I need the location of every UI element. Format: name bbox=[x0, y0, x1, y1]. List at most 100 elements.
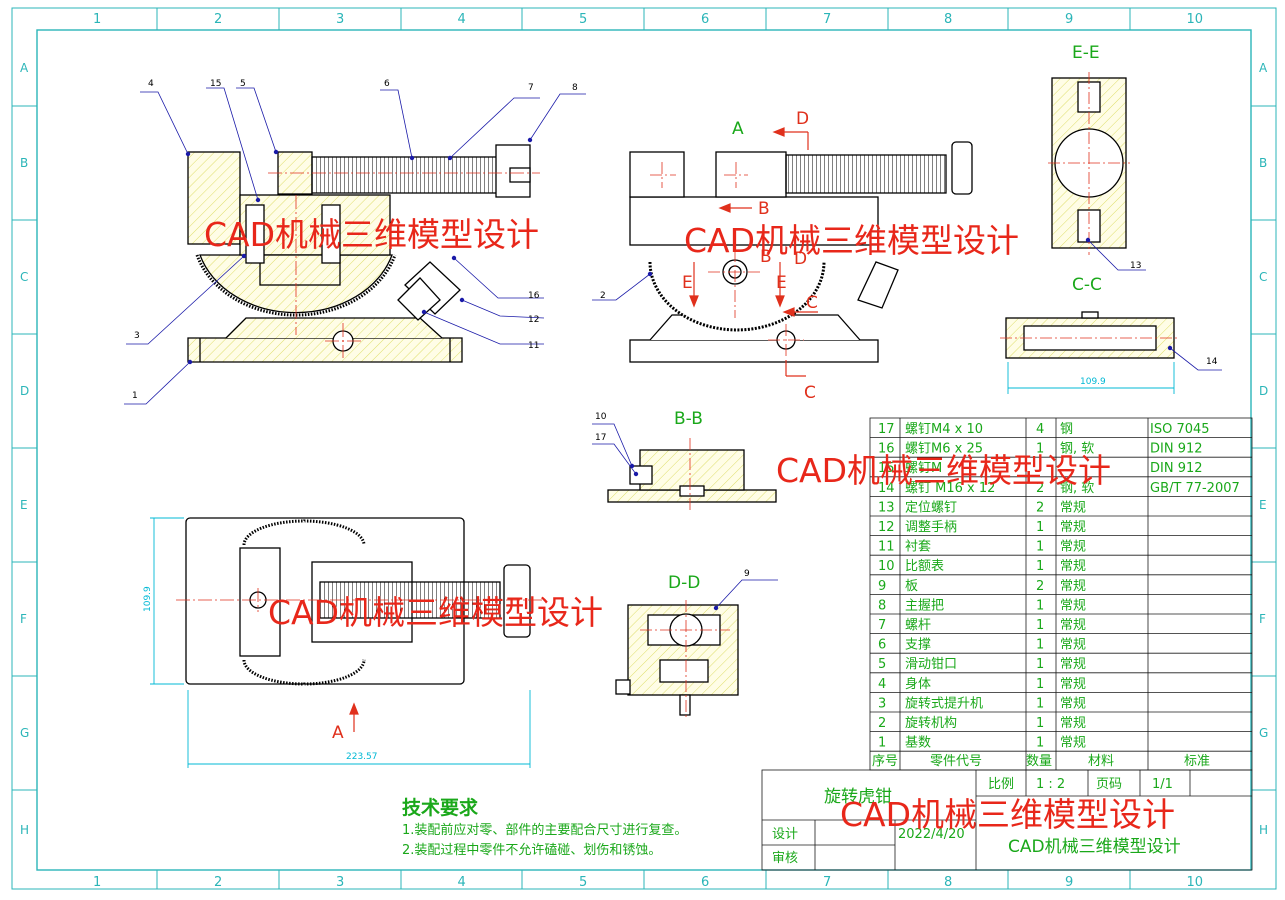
notes-line-1: 1.装配前应对零、部件的主要配合尺寸进行复查。 bbox=[402, 822, 687, 838]
bom-cell-qty: 1 bbox=[1036, 559, 1044, 574]
bom-cell-name: 调整手柄 bbox=[905, 520, 957, 535]
grid-row-label: H bbox=[20, 823, 29, 837]
mark-e: E bbox=[682, 273, 693, 293]
balloon-14: 14 bbox=[1206, 357, 1218, 367]
bom-cell-no: 3 bbox=[878, 696, 886, 711]
bom-cell-no: 1 bbox=[878, 736, 886, 751]
front-view-centerlines bbox=[268, 172, 540, 358]
grid-row-label: A bbox=[1259, 61, 1268, 75]
bom-cell-name: 板 bbox=[905, 579, 918, 594]
grid-col-label: 5 bbox=[579, 12, 587, 27]
bom-cell-qty: 4 bbox=[1036, 422, 1044, 437]
view-labels: E-E C-C B-B D-D A bbox=[668, 43, 1102, 593]
section-cc bbox=[1005, 311, 1175, 359]
design-date: 2022/4/20 bbox=[898, 827, 965, 842]
grid-row-label: E bbox=[20, 498, 28, 512]
watermark-3: CAD机械三维模型设计 bbox=[776, 451, 1111, 490]
section-dd-centerlines bbox=[640, 600, 730, 720]
side-view-centerlines bbox=[650, 162, 804, 356]
grid-row-label: C bbox=[1259, 270, 1267, 284]
bom-cell-mat: 常规 bbox=[1060, 579, 1086, 594]
grid-col-label: 7 bbox=[823, 875, 831, 890]
bom-cell-mat: 常规 bbox=[1060, 559, 1086, 574]
mark-e2: E bbox=[776, 273, 787, 293]
balloon-3: 3 bbox=[134, 331, 140, 341]
grid-row-label: G bbox=[1259, 726, 1268, 740]
grid-column-ticks bbox=[156, 8, 1131, 889]
bom-cell-mat: 常规 bbox=[1060, 500, 1086, 515]
bom-cell-qty: 2 bbox=[1036, 481, 1044, 496]
balloon-13: 13 bbox=[1130, 261, 1141, 271]
balloon-5: 5 bbox=[240, 79, 246, 89]
notes-line-2: 2.装配过程中零件不允许磕碰、划伤和锈蚀。 bbox=[402, 842, 661, 858]
ratio-label: 比例 bbox=[988, 777, 1014, 792]
mark-b2: B bbox=[760, 247, 772, 267]
bom-cell-no: 14 bbox=[878, 481, 895, 496]
bom-header-name: 零件代号 bbox=[930, 754, 982, 769]
bom-cell-no: 8 bbox=[878, 598, 886, 613]
bom-grid bbox=[869, 417, 1253, 771]
grid-row-label: G bbox=[20, 726, 29, 740]
bom-cell-mat: 常规 bbox=[1060, 618, 1086, 633]
label-c-c: C-C bbox=[1072, 275, 1102, 295]
grid-col-label: 1 bbox=[93, 12, 101, 27]
bom-cell-mat: 常规 bbox=[1060, 736, 1086, 751]
bom-cell-name: 螺钉M bbox=[905, 461, 942, 476]
company-name: CAD机械三维模型设计 bbox=[1008, 837, 1181, 857]
bom-cell-mat: 常规 bbox=[1060, 520, 1086, 535]
bom-cell-mat: 常规 bbox=[1060, 716, 1086, 731]
review-label: 审核 bbox=[772, 851, 798, 866]
watermark-2: CAD机械三维模型设计 bbox=[684, 221, 1019, 260]
section-bb bbox=[607, 449, 777, 503]
bom-header-mat: 材料 bbox=[1088, 754, 1114, 769]
dimension-lines bbox=[150, 362, 1175, 768]
grid-col-label: 8 bbox=[944, 12, 952, 27]
bom-cell-name: 滑动钳口 bbox=[905, 657, 957, 672]
bom-cell-std: GB/T 77-2007 bbox=[1150, 481, 1240, 496]
mark-d2: D bbox=[794, 249, 807, 269]
balloon-7: 7 bbox=[528, 83, 534, 93]
balloon-10: 10 bbox=[595, 412, 607, 422]
bom-cell-no: 15 bbox=[878, 461, 895, 476]
bom-cell-mat: 常规 bbox=[1060, 638, 1086, 653]
balloon-4: 4 bbox=[148, 79, 154, 89]
bom-cell-no: 10 bbox=[878, 559, 895, 574]
bom-cell-name: 螺杆 bbox=[905, 618, 931, 633]
mark-c: C bbox=[806, 293, 818, 313]
page-value: 1/1 bbox=[1152, 777, 1173, 792]
grid-col-label: 9 bbox=[1065, 875, 1073, 890]
drawing-name: 旋转虎钳 bbox=[824, 787, 892, 807]
bom-cell-no: 5 bbox=[878, 657, 886, 672]
grid-col-label: 6 bbox=[701, 12, 709, 27]
section-dd bbox=[615, 604, 739, 716]
bom-cell-mat: 钢, 软 bbox=[1060, 442, 1094, 457]
grid-col-label: 3 bbox=[336, 12, 344, 27]
balloon-17: 17 bbox=[595, 433, 606, 443]
bom-cell-std: ISO 7045 bbox=[1150, 422, 1210, 437]
balloon-2: 2 bbox=[600, 291, 606, 301]
dim-cc-length: 109.9 bbox=[1080, 377, 1106, 387]
balloon-6: 6 bbox=[384, 79, 390, 89]
bom-cell-qty: 2 bbox=[1036, 579, 1044, 594]
grid-col-label: 4 bbox=[458, 875, 466, 890]
plan-view bbox=[185, 517, 531, 686]
bom-cell-name: 定位螺钉 bbox=[905, 500, 957, 515]
balloon-8: 8 bbox=[572, 83, 578, 93]
grid-row-label: F bbox=[1259, 612, 1266, 626]
bom-cell-no: 13 bbox=[878, 500, 895, 515]
bom-header: 序号 零件代号 数量 材料 标准 bbox=[872, 754, 1210, 769]
mark-a2: A bbox=[332, 723, 344, 743]
bom-cell-no: 16 bbox=[878, 442, 895, 457]
grid-col-label: 10 bbox=[1187, 875, 1204, 890]
balloon-1: 1 bbox=[132, 391, 138, 401]
